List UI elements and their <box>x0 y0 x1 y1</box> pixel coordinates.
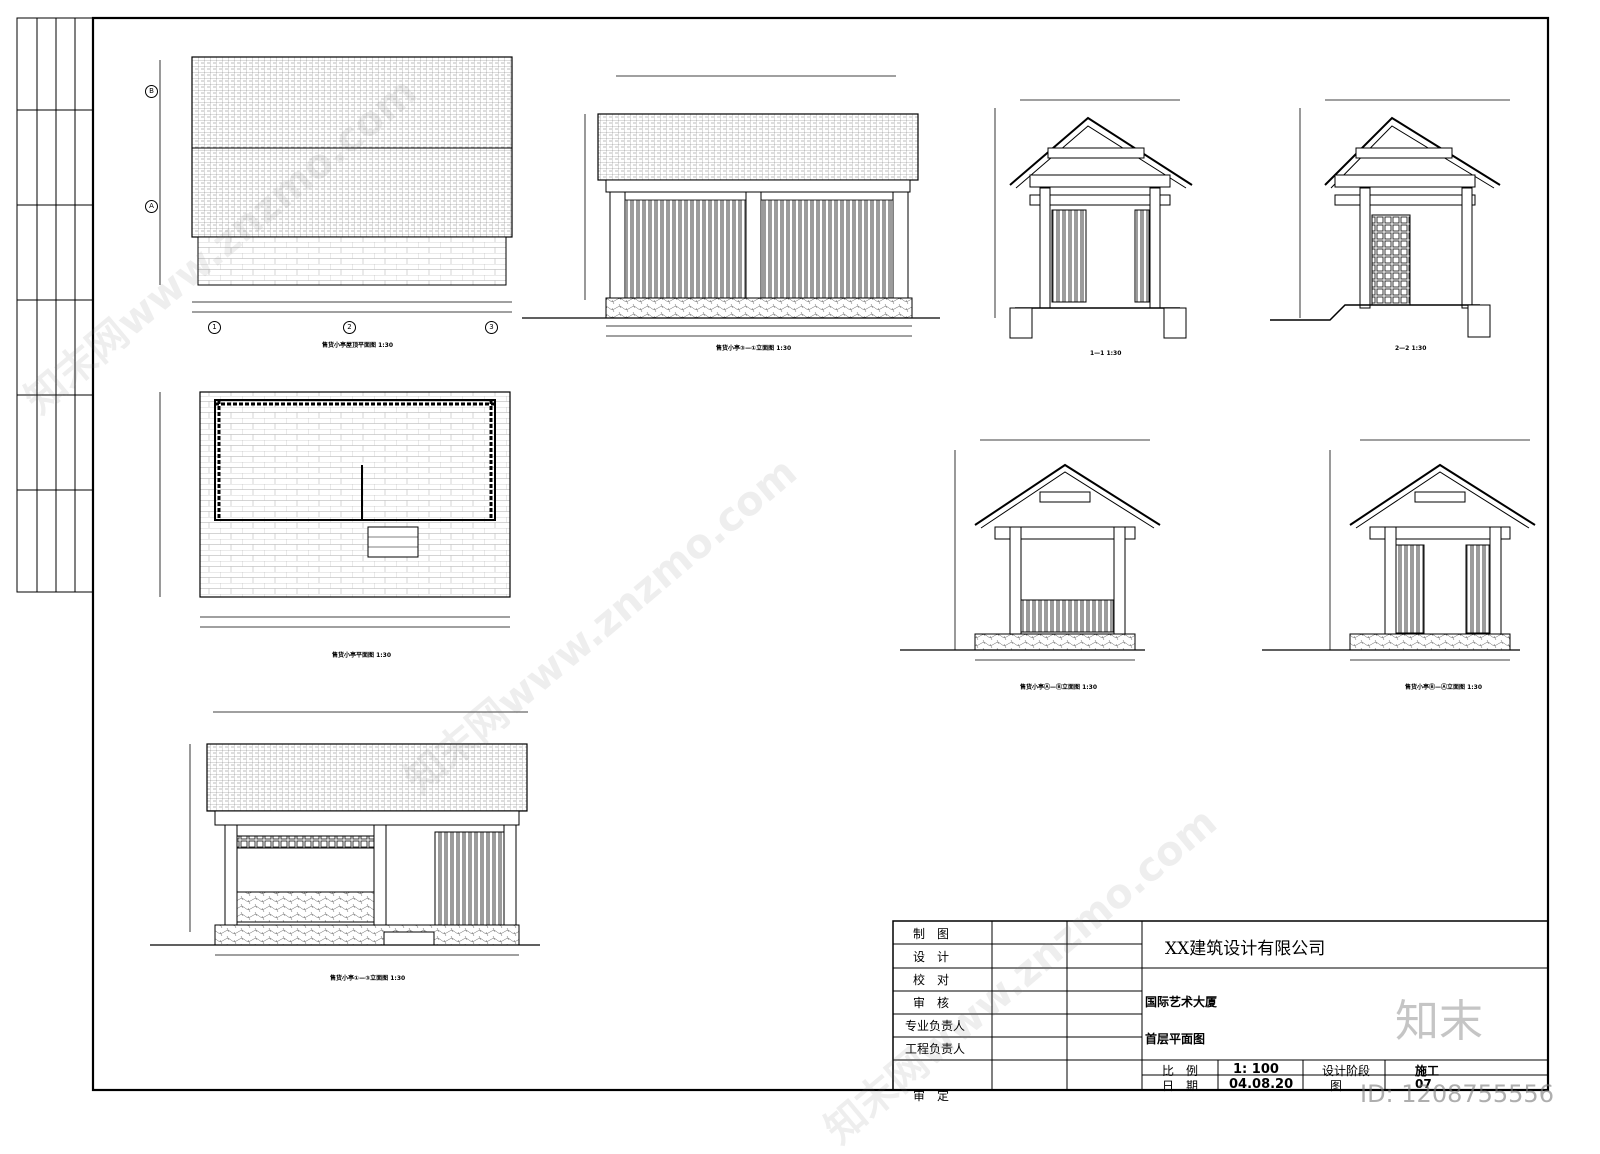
watermark-brand: 知末 <box>1395 996 1483 1047</box>
drawing-no-value: 07 <box>1415 1077 1432 1091</box>
stage-label: 设计阶段 <box>1322 1064 1371 1078</box>
axis-bubble-2: 2 <box>343 321 356 334</box>
drawing-no-label: 图 <box>1330 1079 1343 1093</box>
watermark-id: ID: 1208755556 <box>1360 1080 1554 1108</box>
caption-roof-plan: 售货小亭屋顶平面图 1:30 <box>322 342 394 349</box>
role-reviewed: 审 核 <box>913 996 950 1010</box>
roof-plan-view <box>159 56 513 313</box>
caption-east-elevation: 售货小亭Ⓐ—Ⓑ立面图 1:30 <box>1020 684 1098 691</box>
caption-north-elevation: 售货小亭①—③立面图 1:30 <box>330 975 406 982</box>
drawing-title: 首层平面图 <box>1145 1032 1206 1046</box>
date-label: 日 期 <box>1162 1079 1199 1093</box>
caption-west-elevation: 售货小亭Ⓑ—Ⓐ立面图 1:30 <box>1405 684 1483 691</box>
caption-section-2: 2—2 1:30 <box>1395 345 1427 352</box>
binding-strip <box>16 17 94 593</box>
west-elevation-view <box>1262 439 1536 661</box>
east-elevation-view <box>900 439 1161 661</box>
axis-bubble-3: 3 <box>485 321 498 334</box>
title-block-grid <box>892 920 1549 1091</box>
stage-value: 施工 <box>1415 1064 1440 1078</box>
floor-plan-view <box>159 391 511 628</box>
role-checked: 校 对 <box>913 973 950 987</box>
caption-floor-plan: 售货小亭平面图 1:30 <box>332 652 392 659</box>
project-name: 国际艺术大厦 <box>1145 995 1218 1009</box>
axis-bubble-1: 1 <box>208 321 221 334</box>
section-2-view <box>1270 99 1510 338</box>
role-designed: 设 计 <box>913 950 950 964</box>
role-discipline-lead: 专业负责人 <box>905 1019 966 1033</box>
caption-south-elevation: 售货小亭③—①立面图 1:30 <box>716 345 792 352</box>
role-drafted: 制 图 <box>913 927 950 941</box>
south-elevation-view <box>522 75 940 337</box>
caption-section-1: 1—1 1:30 <box>1090 350 1122 357</box>
date-value: 04.08.20 <box>1229 1077 1294 1092</box>
company-name: XX建筑设计有限公司 <box>1165 939 1326 959</box>
north-elevation-view <box>150 711 540 956</box>
axis-bubble-b: B <box>145 85 158 98</box>
scale-label: 比 例 <box>1162 1064 1199 1078</box>
role-approved: 审 定 <box>913 1089 950 1103</box>
role-project-lead: 工程负责人 <box>905 1042 966 1056</box>
section-1-view <box>994 99 1193 339</box>
scale-value: 1: 100 <box>1233 1062 1279 1077</box>
axis-bubble-a: A <box>145 200 158 213</box>
